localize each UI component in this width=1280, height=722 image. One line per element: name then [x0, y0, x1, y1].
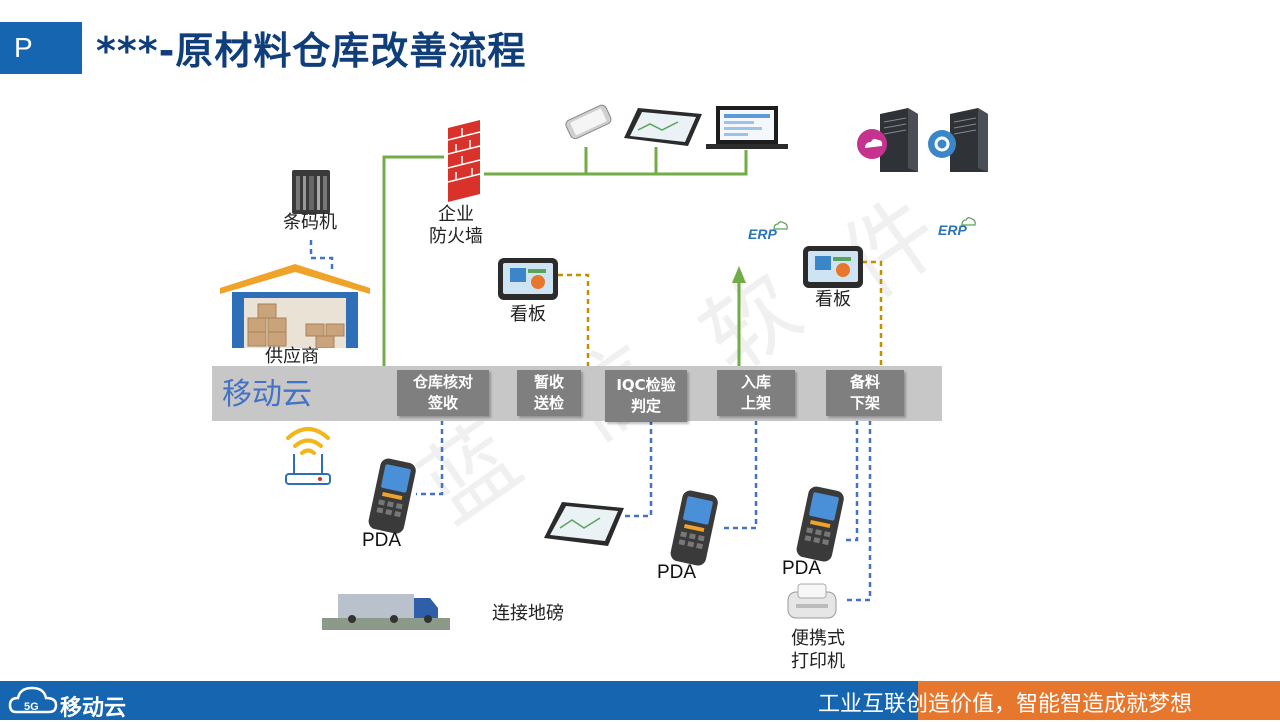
device-links	[309, 240, 872, 602]
kanban-monitor-icon-right	[803, 246, 863, 288]
step-line1: 入库	[740, 373, 771, 391]
firewall-icon	[447, 120, 481, 202]
pda-label-3: PDA	[782, 558, 822, 579]
pda-label-1: PDA	[362, 530, 402, 551]
step-line2: 签收	[427, 394, 458, 412]
cloud-server-icon	[857, 108, 988, 172]
pda-device-icon-3	[796, 486, 844, 562]
section-tag: P	[0, 22, 82, 74]
wifi-router-icon	[285, 427, 331, 485]
step-line2: 送检	[533, 394, 564, 412]
footer-logo-text: 移动云	[60, 696, 127, 721]
kanban-monitor-icon-left	[498, 258, 558, 300]
footer-slogan: 工业互联创造价值，智能智造成就梦想	[818, 692, 1193, 717]
truck-scale-icon	[322, 594, 450, 630]
step-line1: 仓库核对	[412, 373, 473, 391]
kanban-label-right: 看板	[815, 289, 851, 310]
footer-accent	[918, 681, 1280, 720]
erp-cloud-icon-right	[961, 217, 976, 226]
firewall-label-line1: 企业	[438, 204, 474, 225]
step-iqc-inspection: IQC检验判定	[605, 370, 687, 422]
step-line2: 下架	[849, 394, 880, 412]
step-line2: 判定	[630, 397, 661, 415]
printer-label-line1: 便携式	[791, 628, 845, 649]
network-links	[382, 147, 748, 366]
pda-device-icon-2	[670, 490, 718, 566]
step-temporary-receipt: 暂收送检	[517, 370, 581, 416]
cloud-logo-icon: 5G	[8, 686, 58, 714]
supplier-label: 供应商	[265, 346, 319, 367]
step-line1: IQC检验	[616, 376, 676, 394]
erp-upload-arrow	[732, 266, 746, 366]
band-title: 移动云	[222, 377, 312, 412]
portable-printer-icon	[787, 583, 837, 619]
printer-label-line2: 打印机	[791, 651, 845, 672]
iqc-tablet-icon	[544, 502, 624, 546]
kanban-links	[558, 260, 883, 366]
step-line1: 暂收	[533, 373, 564, 391]
step-line2: 上架	[740, 394, 771, 412]
erp-label-left: ERP	[748, 226, 777, 242]
tablet-icon	[624, 108, 702, 146]
warehouse-icon	[220, 264, 370, 348]
step-line1: 备料	[849, 373, 880, 391]
firewall-label-line2: 防火墙	[429, 226, 483, 247]
barcode-machine-icon	[292, 170, 330, 214]
pda-device-icon-1	[368, 458, 416, 534]
erp-cloud-icon-left	[773, 221, 788, 230]
kanban-label-left: 看板	[510, 304, 546, 325]
barcode-machine-label: 条码机	[283, 212, 337, 233]
laptop-icon	[706, 106, 788, 149]
truck-scale-label: 连接地磅	[492, 603, 564, 624]
smartphone-icon	[565, 104, 612, 140]
step-material-picking: 备料下架	[826, 370, 904, 416]
page-title: ***-原材料仓库改善流程	[96, 29, 527, 73]
step-warehouse-receipt: 仓库核对签收	[397, 370, 489, 416]
step-putaway: 入库上架	[717, 370, 795, 416]
erp-label-right: ERP	[938, 222, 967, 238]
logo-badge: 5G	[24, 701, 39, 713]
pda-label-2: PDA	[657, 562, 697, 583]
